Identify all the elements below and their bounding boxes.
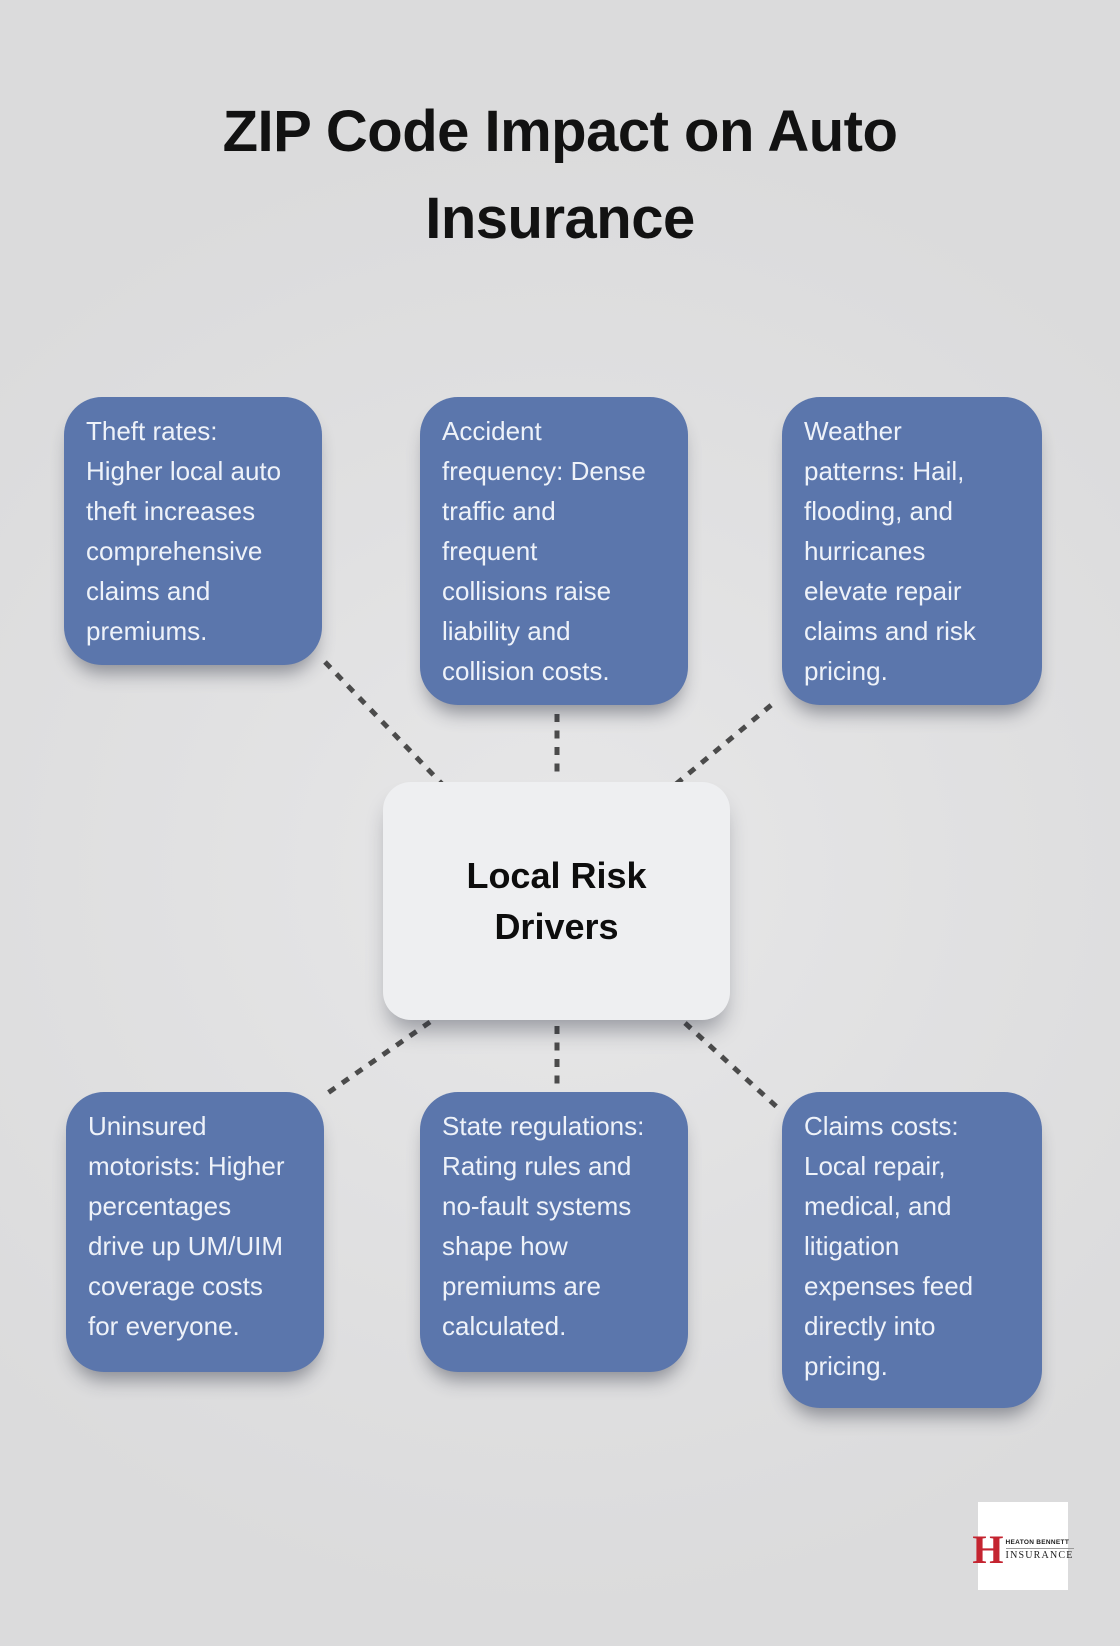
node-claims-costs: Claims costs: Local repair, medical, and… xyxy=(782,1092,1042,1408)
logo-descriptor: INSURANCE xyxy=(1005,1549,1074,1561)
logo-company-name: HEATON BENNETT xyxy=(1005,1539,1074,1549)
page-title: ZIP Code Impact on Auto Insurance xyxy=(222,99,898,251)
center-node-local-risk-drivers: Local Risk Drivers xyxy=(383,782,730,1020)
node-uninsured-motorists: Uninsured motorists: Higher percentages … xyxy=(66,1092,324,1372)
brand-logo-content: H HEATON BENNETT INSURANCE xyxy=(972,1527,1074,1572)
node-state-regulations: State regulations: Rating rules and no-f… xyxy=(420,1092,688,1372)
connector-uninsured-motorists xyxy=(320,1019,432,1100)
connector-weather-patterns xyxy=(674,700,777,786)
node-accident-frequency: Accident frequency: Dense traffic and fr… xyxy=(420,397,688,705)
logo-monogram: H xyxy=(972,1527,1004,1572)
logo-wordmark: HEATON BENNETT INSURANCE xyxy=(1005,1539,1074,1561)
node-theft-rates: Theft rates: Higher local auto theft inc… xyxy=(64,397,322,665)
connector-claims-costs xyxy=(683,1021,780,1110)
node-weather-patterns: Weather patterns: Hail, flooding, and hu… xyxy=(782,397,1042,705)
brand-logo: H HEATON BENNETT INSURANCE xyxy=(972,1502,1074,1590)
